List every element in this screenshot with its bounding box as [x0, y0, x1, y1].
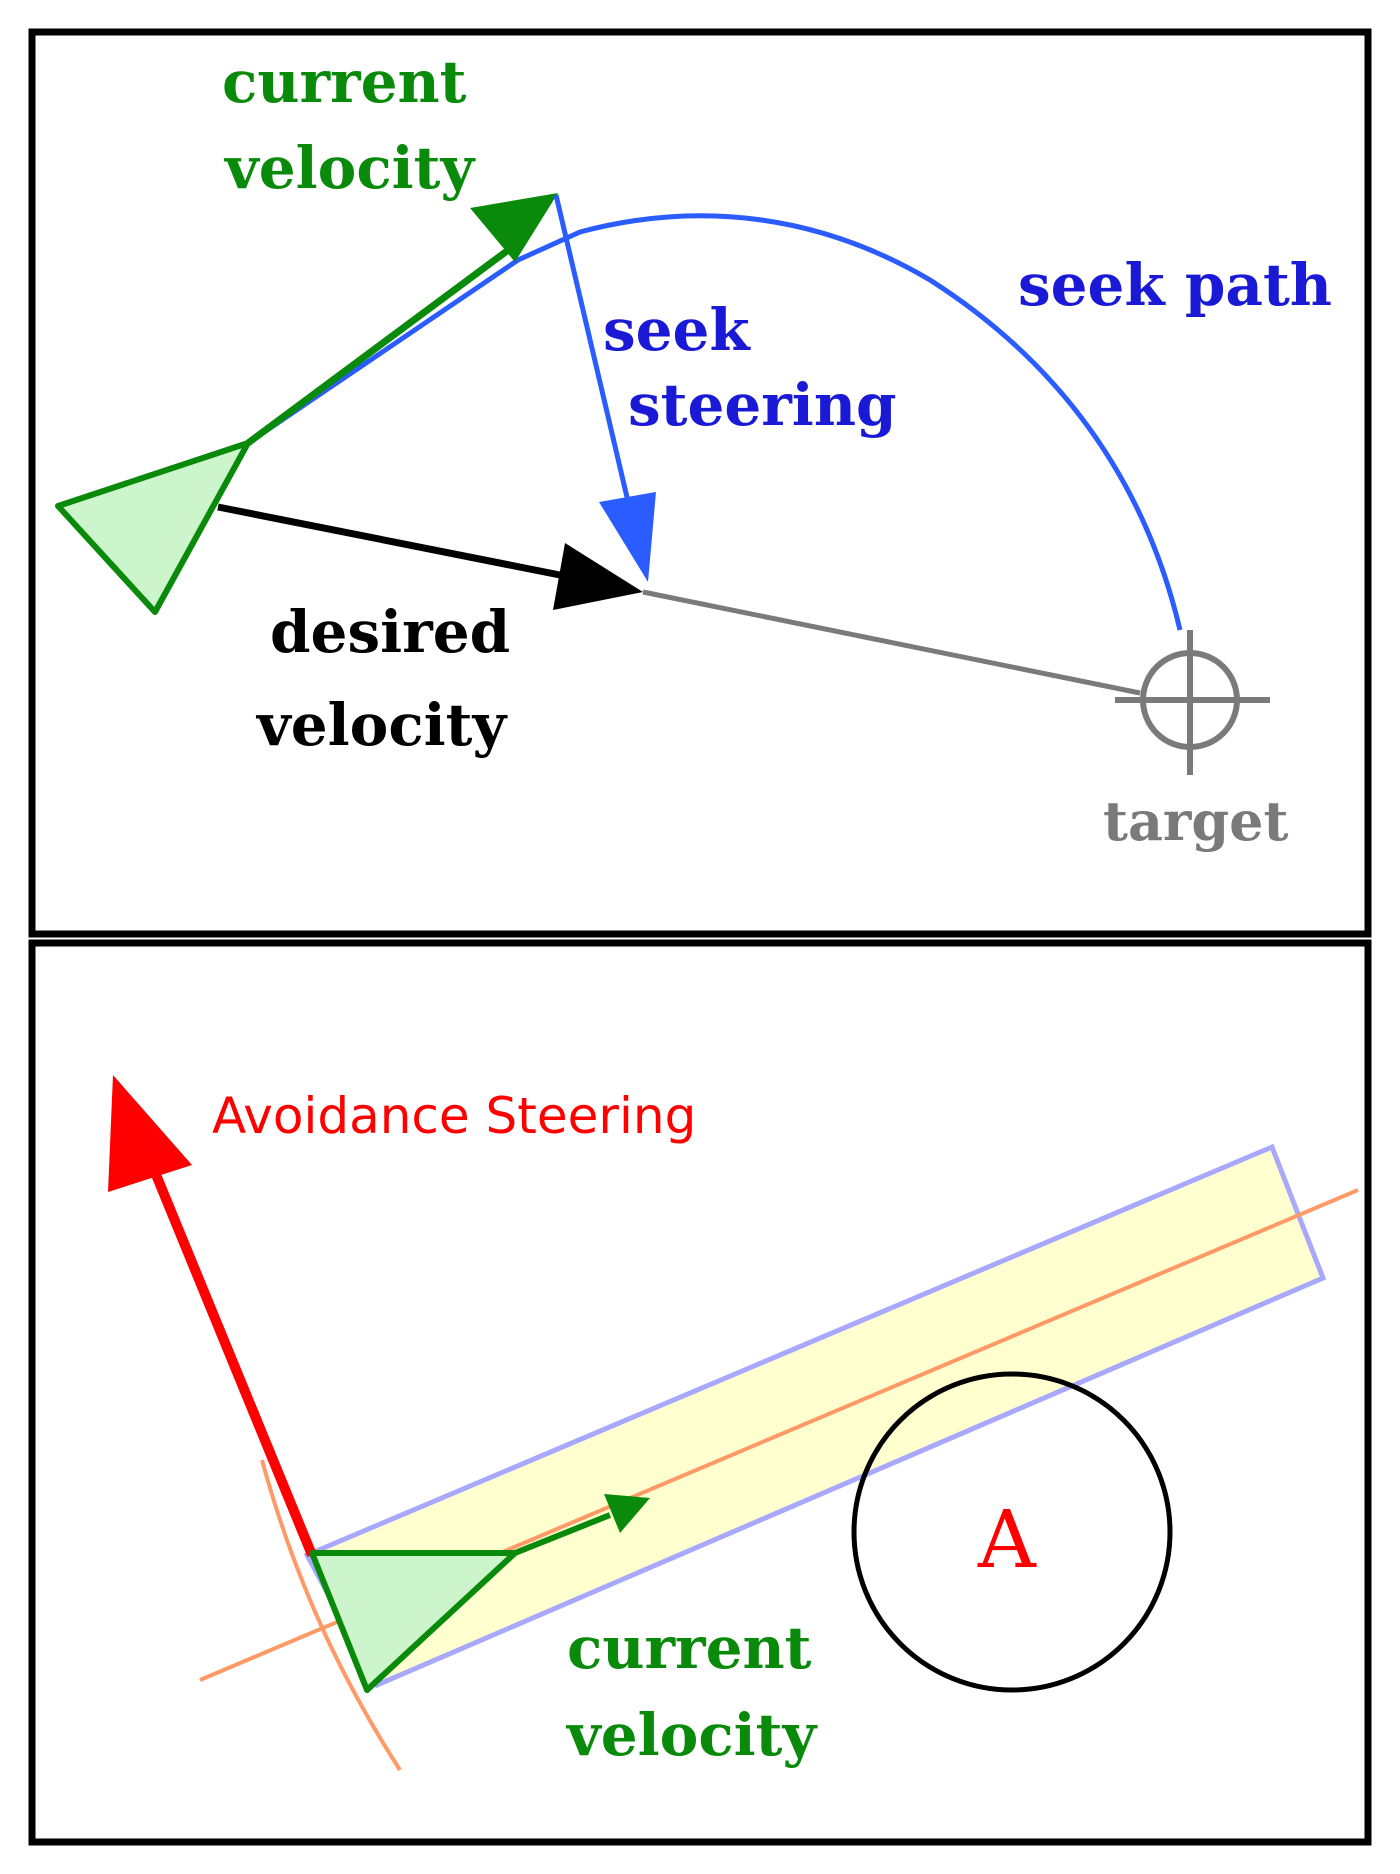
desired-velocity-label-line1: desired [270, 598, 510, 666]
seek-steering-arrow-shaft [553, 194, 633, 511]
side-axis-line [260, 1459, 402, 1772]
desired-velocity-arrow-shaft [217, 503, 576, 582]
current-velocity-arrow-head [470, 193, 558, 262]
current-velocity-arrow-shaft [245, 242, 518, 446]
desired-velocity-arrow-head [553, 543, 643, 610]
current-velocity-arrow-head [604, 1494, 650, 1533]
seek-steering-arrow-head [599, 492, 656, 582]
seek-panel-frame [28, 28, 1372, 938]
target-label: target [1103, 789, 1288, 853]
agent-triangle [55, 440, 251, 615]
agent-triangle [309, 1550, 518, 1693]
current-velocity-label-line2: velocity [223, 134, 476, 202]
crosshair-target-icon [1115, 630, 1270, 775]
seek-steering-label-line2: steering [628, 371, 897, 439]
avoidance-steering-label: Avoidance Steering [212, 1087, 696, 1145]
avoidance-steering-arrow-head [108, 1075, 192, 1192]
current-velocity-label-line2: velocity [565, 1701, 818, 1769]
obstacle-label: A [977, 1493, 1037, 1586]
desired-velocity-label-line2: velocity [255, 691, 508, 759]
target-line [642, 589, 1141, 696]
avoidance-panel: A Avoidance Steering current velocity [28, 939, 1372, 1846]
seek-path-curve [246, 213, 1183, 631]
seek-steering-label-line1: seek [603, 296, 751, 364]
current-velocity-arrow-shaft [513, 1512, 612, 1556]
seek-path-label: seek path [1018, 251, 1332, 319]
current-velocity-label-line1: current [567, 1614, 812, 1682]
seek-panel: current velocity seek steering seek path… [28, 28, 1372, 938]
current-velocity-label-line1: current [222, 48, 467, 116]
avoidance-steering-arrow-shaft [145, 1158, 317, 1557]
obstacle-circle [851, 1371, 1173, 1693]
